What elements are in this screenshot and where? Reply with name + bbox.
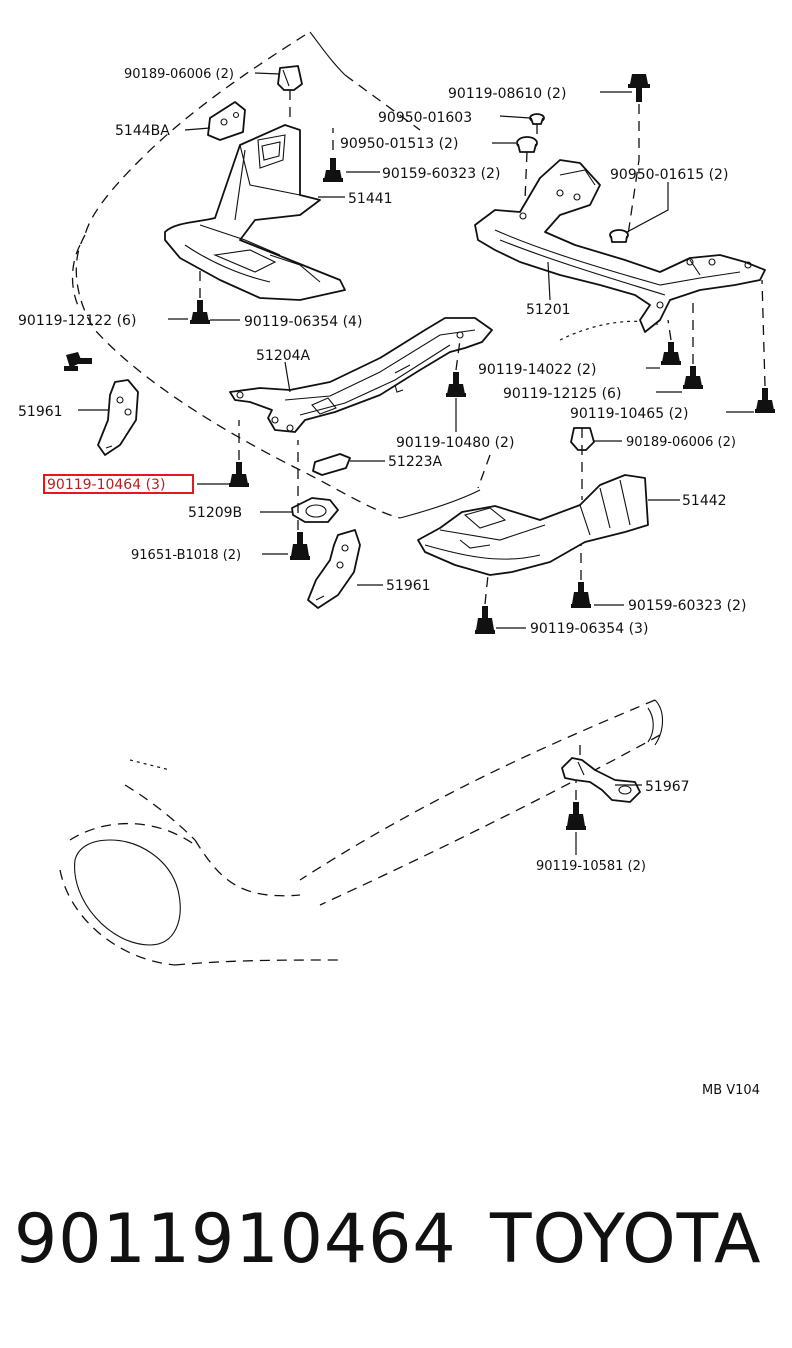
diagram-code: MB V104 bbox=[702, 1083, 760, 1098]
label-90159-60323-top: 90159-60323 (2) bbox=[382, 166, 500, 182]
bolt-90159-60323-top bbox=[323, 158, 343, 182]
label-90950-01603: 90950-01603 bbox=[378, 110, 472, 126]
part-51223A-pad bbox=[312, 453, 351, 476]
label-51441: 51441 bbox=[348, 191, 393, 207]
part-51961-bracket-left bbox=[97, 379, 139, 456]
brand-name: TOYOTA bbox=[490, 1200, 762, 1279]
clip-90189-06006-top bbox=[277, 65, 303, 91]
label-90189-06006-top: 90189-06006 (2) bbox=[124, 67, 234, 82]
label-51201: 51201 bbox=[526, 302, 571, 318]
part-51441-under-cover bbox=[164, 124, 346, 301]
label-90119-06354-top: 90119-06354 (4) bbox=[244, 314, 362, 330]
label-5144BA: 5144BA bbox=[115, 123, 170, 139]
label-90119-10464-highlighted[interactable]: 90119-10464 (3) bbox=[47, 477, 165, 493]
label-90159-60323-bottom: 90159-60323 (2) bbox=[628, 598, 746, 614]
label-90119-08610: 90119-08610 (2) bbox=[448, 86, 566, 102]
label-90119-14022: 90119-14022 (2) bbox=[478, 362, 596, 378]
label-51967: 51967 bbox=[645, 779, 690, 795]
label-51204A: 51204A bbox=[256, 348, 311, 364]
part-labels: 90189-06006 (2) 5144BA 90950-01603 90119… bbox=[18, 67, 760, 1098]
bolt-90119-14022 bbox=[661, 342, 681, 365]
bolts bbox=[64, 74, 775, 830]
clip-90189-06006-bottom bbox=[570, 427, 595, 451]
body-outline-lower bbox=[59, 699, 664, 966]
label-90119-10465: 90119-10465 (2) bbox=[570, 406, 688, 422]
highlight-box bbox=[43, 474, 194, 494]
plug-90950-01513 bbox=[516, 136, 538, 153]
part-51204A-crossmember bbox=[229, 317, 493, 433]
part-51442-under-cover bbox=[417, 474, 649, 576]
install-lines bbox=[199, 90, 766, 800]
part-5144BA-bracket bbox=[207, 101, 246, 141]
label-51209B: 51209B bbox=[188, 505, 242, 521]
bolt-90119-08610 bbox=[628, 74, 650, 102]
bolt-90119-10464 bbox=[229, 462, 249, 487]
label-90119-10480: 90119-10480 (2) bbox=[396, 435, 514, 451]
bolt-90119-10581 bbox=[566, 802, 586, 830]
part-51967-bracket bbox=[561, 757, 641, 803]
label-51442: 51442 bbox=[682, 493, 727, 509]
part-51961-bracket-bottom bbox=[307, 529, 361, 609]
part-51201-crossmember bbox=[474, 159, 766, 333]
bolt-90159-60323-bottom bbox=[571, 582, 591, 608]
label-90950-01513: 90950-01513 (2) bbox=[340, 136, 458, 152]
label-90189-06006-bottom: 90189-06006 (2) bbox=[626, 435, 736, 450]
bolt-90119-10465 bbox=[755, 388, 775, 413]
bolt-90119-10480 bbox=[446, 372, 466, 397]
body-outline-upper bbox=[71, 31, 661, 519]
leader-lines bbox=[78, 72, 754, 855]
bolt-90119-12122 bbox=[64, 352, 92, 371]
plug-90950-01603 bbox=[529, 113, 545, 125]
label-51223A: 51223A bbox=[388, 454, 443, 470]
parts-diagram: 90189-06006 (2) 5144BA 90950-01603 90119… bbox=[18, 31, 775, 1098]
part-51209B-plate bbox=[291, 497, 339, 523]
label-91651-B1018: 91651-B1018 (2) bbox=[131, 548, 241, 563]
label-90119-12125: 90119-12125 (6) bbox=[503, 386, 621, 402]
label-90950-01615: 90950-01615 (2) bbox=[610, 167, 728, 183]
bolt-90119-06354-top bbox=[190, 300, 210, 324]
bolt-90119-06354-bottom bbox=[475, 606, 495, 634]
label-51961-left: 51961 bbox=[18, 404, 63, 420]
bolt-91651-B1018 bbox=[290, 532, 310, 560]
part-number: 9011910464 bbox=[14, 1200, 457, 1279]
bolt-90119-12125 bbox=[683, 366, 703, 389]
plug-90950-01615 bbox=[609, 229, 629, 243]
label-90119-10581: 90119-10581 (2) bbox=[536, 859, 646, 874]
label-90119-12122: 90119-12122 (6) bbox=[18, 313, 136, 329]
label-51961-bottom: 51961 bbox=[386, 578, 431, 594]
label-90119-06354-bottom: 90119-06354 (3) bbox=[530, 621, 648, 637]
